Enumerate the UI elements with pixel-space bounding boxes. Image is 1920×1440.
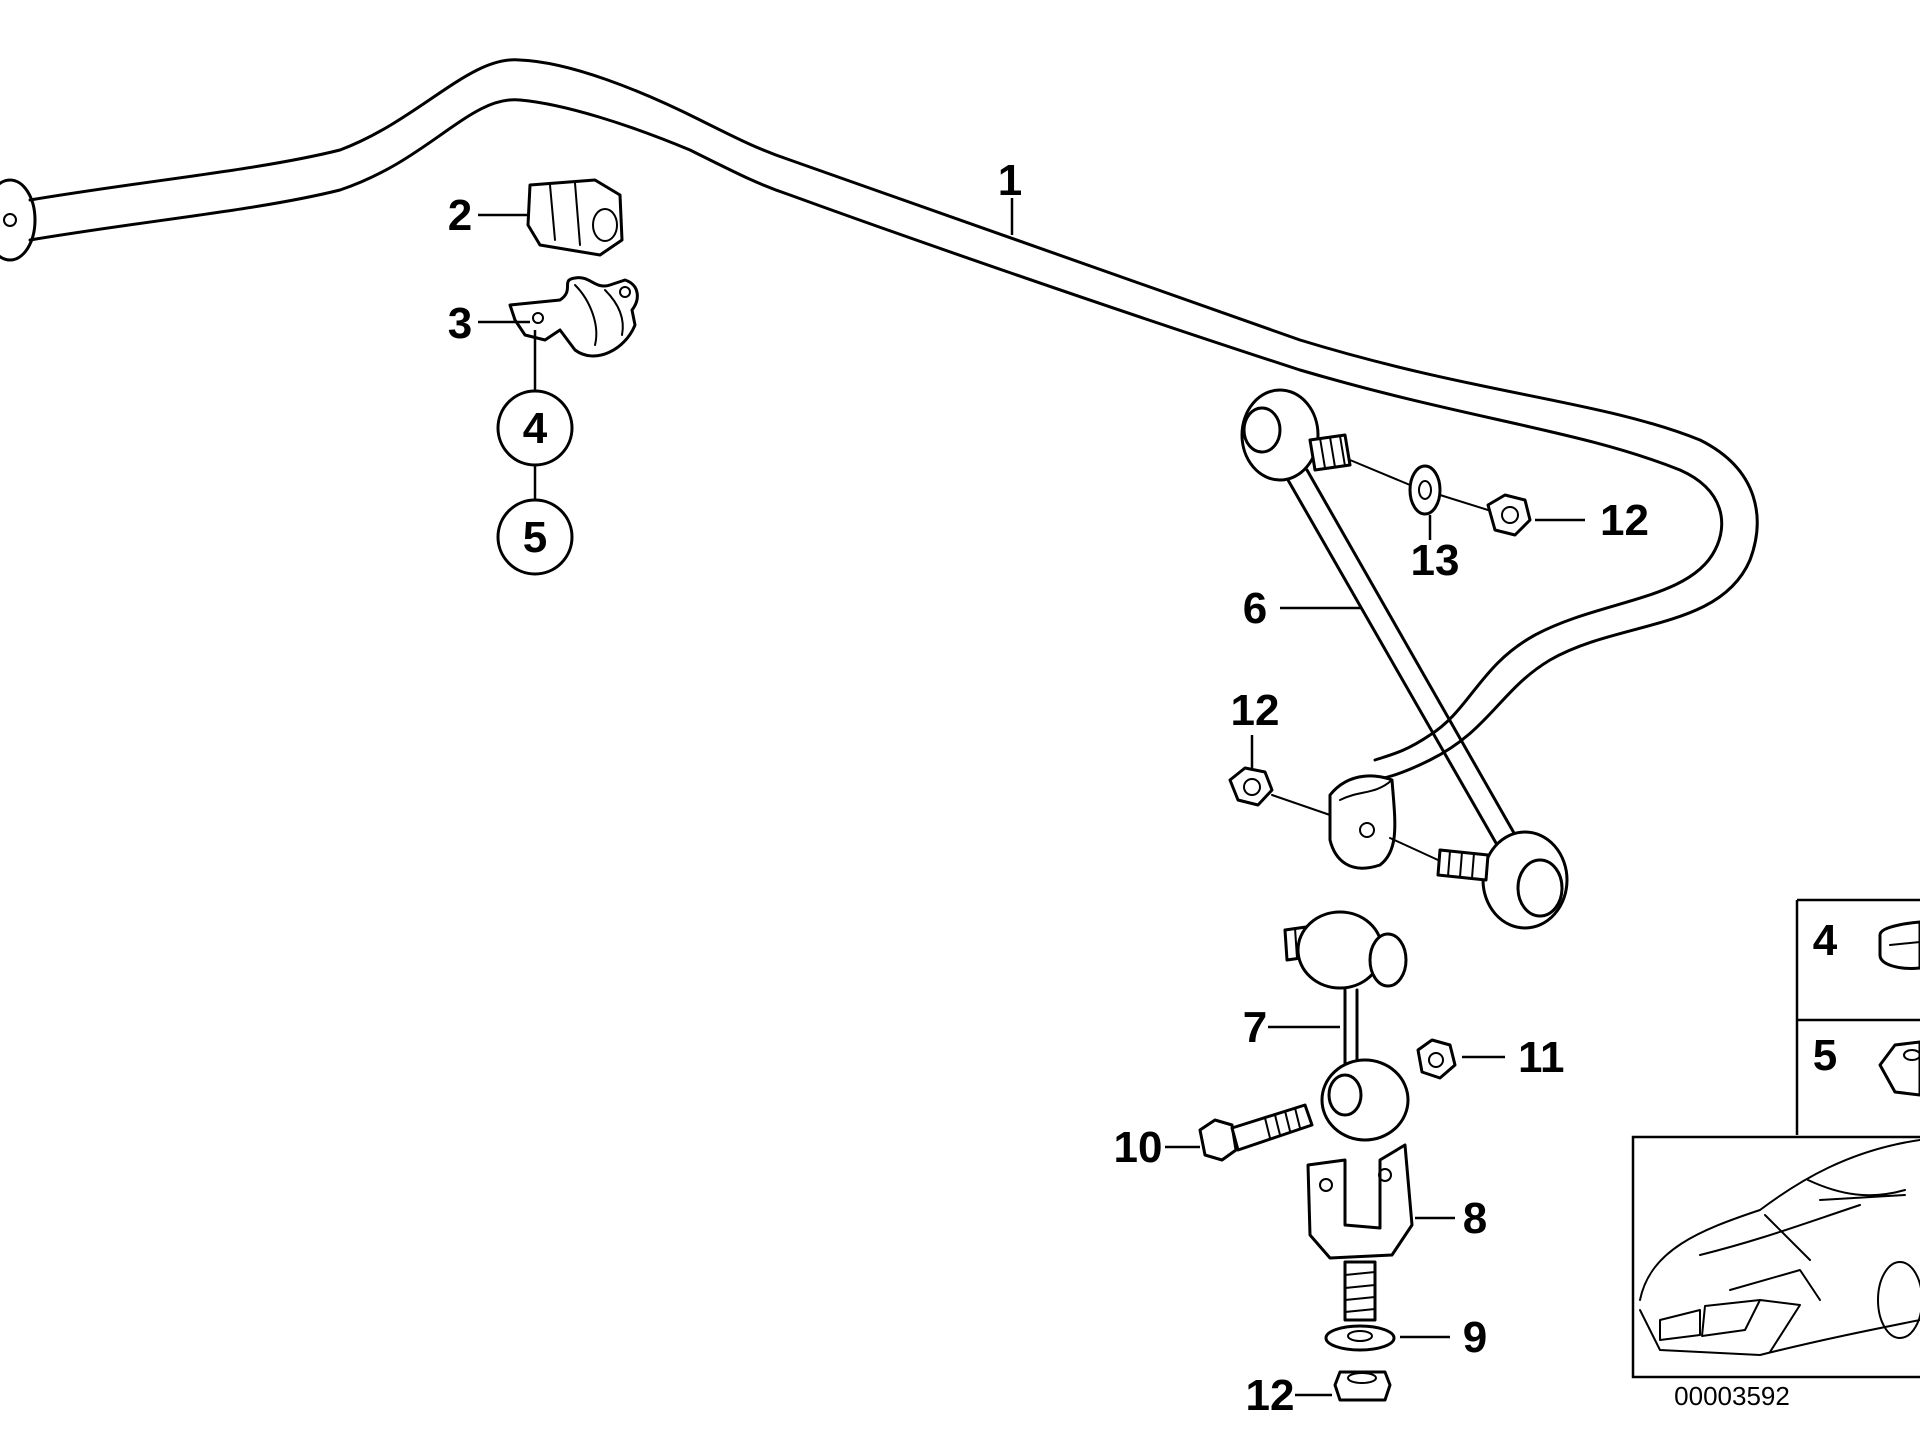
label-part-4: 4 <box>523 404 548 453</box>
stabilizer-link-short <box>1283 910 1410 1142</box>
label-part-11: 11 <box>1518 1033 1565 1082</box>
hex-nut-eleven <box>1416 1038 1457 1080</box>
label-part-5: 5 <box>523 513 547 562</box>
legend-box: 4 5 <box>1795 898 1920 1135</box>
label-part-2: 2 <box>448 191 472 240</box>
washer-bottom <box>1324 1324 1396 1352</box>
vehicle-thumbnail <box>1631 1135 1920 1379</box>
label-part-12-top: 12 <box>1600 496 1649 545</box>
label-part-13: 13 <box>1411 536 1460 585</box>
label-part-6: 6 <box>1243 584 1267 633</box>
stabilizer-bracket <box>508 276 639 358</box>
label-part-1: 1 <box>998 156 1022 205</box>
label-part-12-middle: 12 <box>1231 686 1280 735</box>
rubber-bushing <box>526 178 624 257</box>
mounting-bracket <box>1306 1143 1414 1322</box>
hex-bolt <box>1198 1103 1314 1162</box>
label-part-3: 3 <box>448 299 472 348</box>
stabilizer-bar <box>0 58 1759 782</box>
label-part-7: 7 <box>1243 1003 1267 1052</box>
assembly-lines <box>1271 459 1489 861</box>
reference-code: 00003592 <box>1674 1381 1790 1411</box>
clip-nut-icon <box>1878 920 1920 970</box>
hex-nut-icon <box>1878 1040 1920 1097</box>
rubber-mount <box>1328 774 1397 870</box>
label-part-8: 8 <box>1463 1194 1487 1243</box>
washer <box>1408 464 1442 516</box>
label-part-12-bottom: 12 <box>1246 1371 1295 1420</box>
hex-nut-middle <box>1228 766 1274 807</box>
callout-circle-4 <box>496 389 574 467</box>
leader-lines <box>478 198 1585 1397</box>
label-part-9: 9 <box>1463 1313 1487 1362</box>
hex-nut-bottom <box>1333 1370 1392 1402</box>
label-part-10: 10 <box>1114 1123 1163 1172</box>
hex-nut-top <box>1486 493 1532 537</box>
callout-circle-5 <box>496 498 574 576</box>
legend-label-4: 4 <box>1813 916 1838 965</box>
stabilizer-link-long <box>1240 388 1569 930</box>
legend-label-5: 5 <box>1813 1031 1837 1080</box>
